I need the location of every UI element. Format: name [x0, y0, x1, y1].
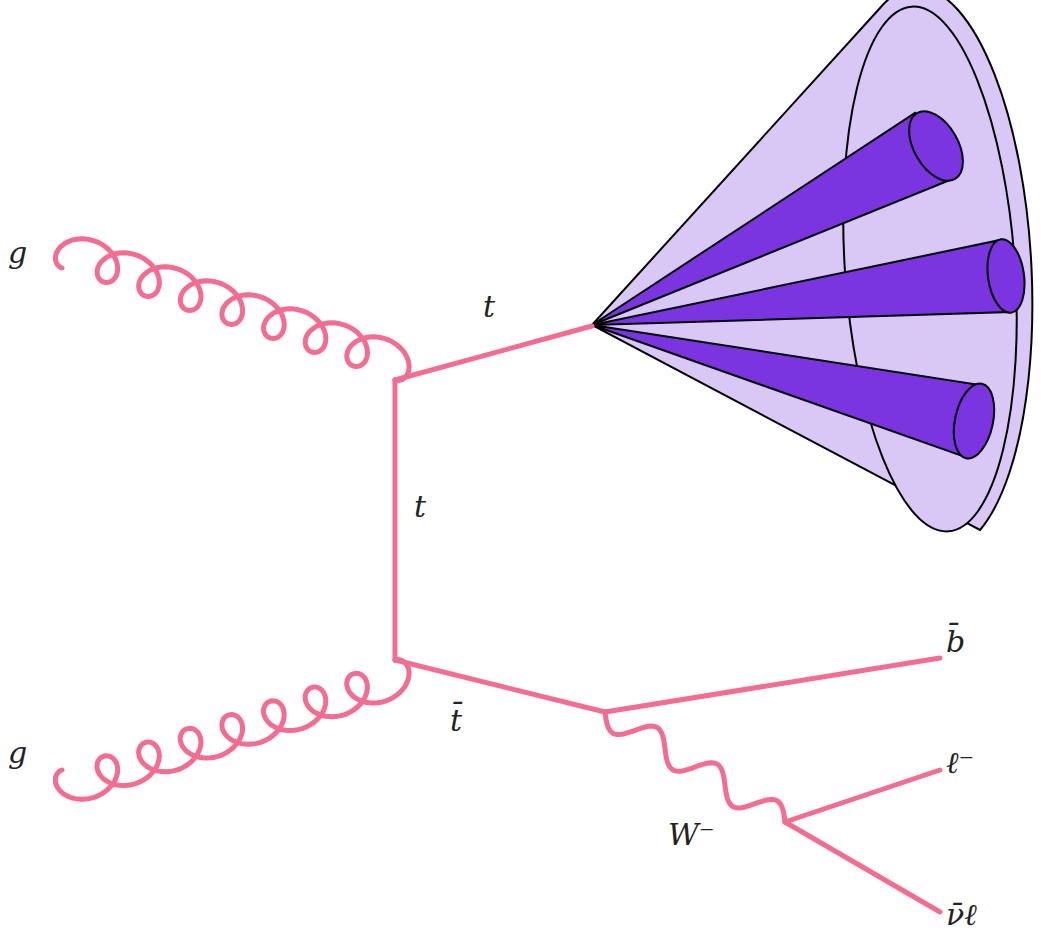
- lepton-line: [785, 770, 940, 822]
- sub-jet-end: [983, 237, 1029, 315]
- antitop-quark-line: [395, 660, 605, 712]
- jet-cone: [592, 0, 1033, 537]
- sub-jet-end: [948, 380, 1001, 462]
- w-boson-label: W⁻: [668, 820, 715, 850]
- bbar-label: b̄: [946, 627, 965, 657]
- sub-jet-end: [898, 102, 974, 190]
- top-label: t: [414, 492, 426, 522]
- gluon-line: [55, 239, 409, 381]
- w-boson-line: [605, 712, 785, 822]
- lepton-label: ℓ⁻: [946, 748, 974, 778]
- neutrino-line: [785, 822, 940, 912]
- top-label: t: [483, 292, 495, 322]
- gluon-line: [55, 660, 409, 800]
- sub-jet: [592, 240, 1010, 325]
- top-quark-line: [395, 326, 592, 380]
- sub-jet: [592, 325, 980, 458]
- gluon-label: g: [8, 238, 27, 268]
- neutrino-label: ν̄ℓ: [946, 900, 977, 930]
- top-propagator: [393, 380, 398, 660]
- gluon-label: g: [8, 738, 27, 768]
- bbar-line: [605, 658, 940, 712]
- antitop-label: t̄: [450, 706, 462, 736]
